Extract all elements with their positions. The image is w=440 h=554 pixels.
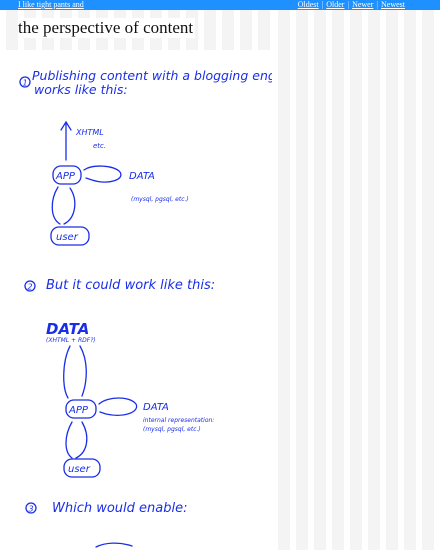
data-2-label: DATA bbox=[46, 320, 89, 338]
data-app-loop-icon bbox=[63, 345, 87, 399]
section-1-circle bbox=[19, 76, 31, 88]
section-2-number: 2 bbox=[28, 283, 33, 292]
loop-arrow-2-icon bbox=[98, 397, 138, 416]
post-title: the perspective of content bbox=[18, 18, 196, 38]
app-label: APP bbox=[55, 171, 76, 182]
db-note-2: (mysql, pgsql, etc.) bbox=[143, 426, 201, 433]
data-2-sub: (XHTML + RDF?) bbox=[46, 337, 96, 344]
section-1-number: 1 bbox=[23, 79, 28, 88]
nav-separator: | bbox=[347, 0, 350, 9]
app-2-label: APP bbox=[68, 405, 89, 416]
data-label: DATA bbox=[129, 171, 155, 182]
section-3-text: Which would enable: bbox=[52, 501, 188, 516]
background-stripes bbox=[272, 10, 440, 550]
section-2-circle bbox=[24, 280, 36, 292]
older-link[interactable]: Older bbox=[326, 0, 345, 9]
nav-separator: | bbox=[321, 0, 324, 9]
newer-link[interactable]: Newer bbox=[352, 0, 374, 9]
hand-drawn-diagram: 1 Publishing content with a blogging eng… bbox=[19, 68, 295, 548]
pagination-nav: Oldest|Older|Newer|Newest bbox=[298, 0, 405, 10]
loop-arrow-icon bbox=[83, 165, 122, 183]
nav-separator: | bbox=[376, 0, 378, 9]
user-label: user bbox=[56, 232, 79, 243]
up-arrow-icon bbox=[60, 120, 72, 161]
sketch-image: 1 Publishing content with a blogging eng… bbox=[0, 50, 295, 550]
section-1-line-1: Publishing content with a blogging engin… bbox=[32, 68, 272, 83]
section-1-line-2: works like this: bbox=[34, 82, 128, 97]
etc-label: etc. bbox=[93, 142, 106, 150]
section-2-text: But it could work like this: bbox=[46, 278, 215, 293]
internal-note: internal representation: bbox=[143, 417, 214, 424]
section-3-number: 3 bbox=[29, 505, 34, 514]
user-box bbox=[50, 226, 90, 246]
user-2-label: user bbox=[68, 464, 91, 475]
site-title-link[interactable]: I like tight pants and bbox=[18, 0, 84, 9]
data-3-label: DATA bbox=[143, 402, 169, 413]
partial-stroke bbox=[95, 542, 133, 548]
user-box-2 bbox=[63, 458, 101, 478]
db-note-1: (mysql, pgsql, etc.) bbox=[131, 196, 189, 203]
newest-link[interactable]: Newest bbox=[381, 0, 405, 9]
top-nav-bar: I like tight pants and Oldest|Older|Newe… bbox=[0, 0, 440, 10]
section-3-circle bbox=[25, 502, 37, 514]
oldest-link[interactable]: Oldest bbox=[297, 0, 319, 9]
down-loop-icon bbox=[51, 186, 76, 225]
app-box-2 bbox=[65, 399, 97, 419]
app-box bbox=[52, 165, 82, 185]
xhtml-label: XHTML bbox=[75, 128, 104, 137]
down-loop-2-icon bbox=[65, 421, 88, 459]
